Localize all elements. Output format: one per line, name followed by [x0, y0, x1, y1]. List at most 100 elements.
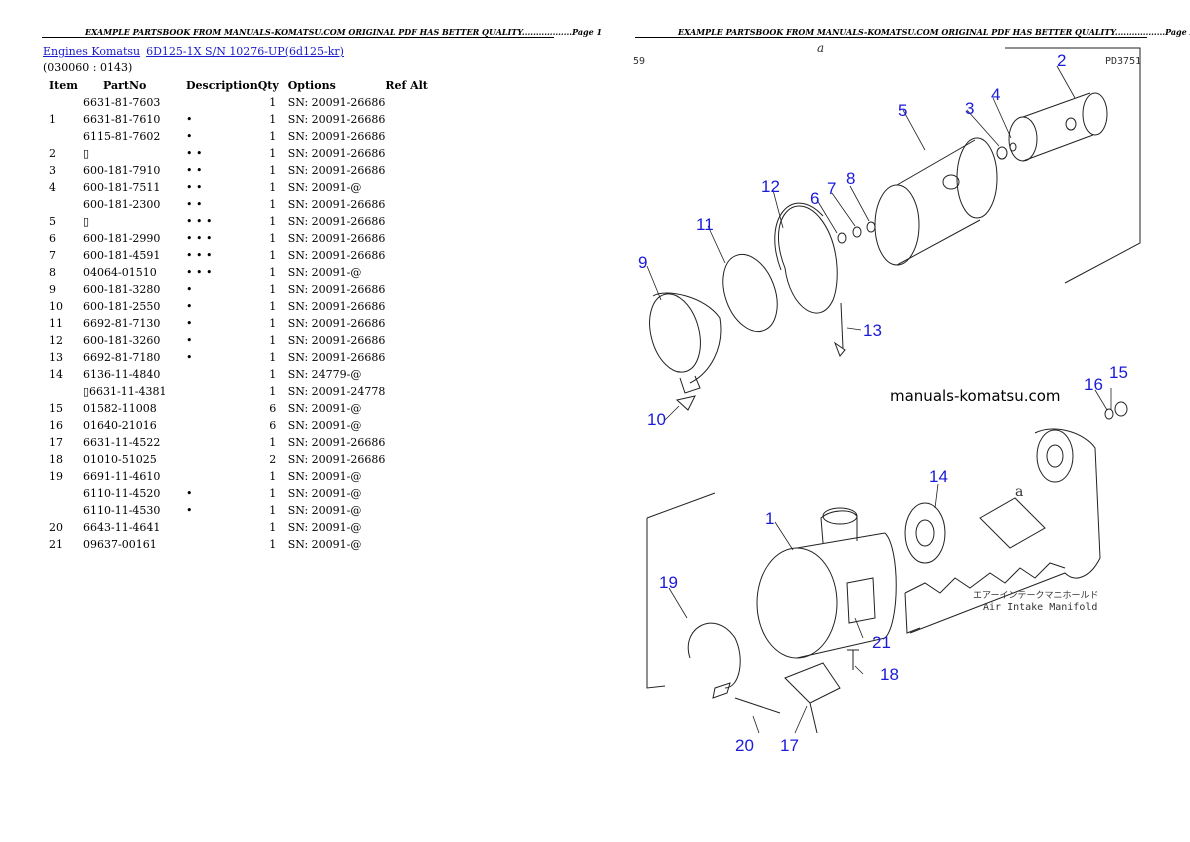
cell-qty: 1 — [269, 113, 277, 126]
cell-item: 11 — [49, 317, 63, 330]
watermark: manuals-komatsu.com — [890, 387, 1061, 405]
cell-qty: 1 — [269, 164, 277, 177]
clamp-bolt-head — [833, 341, 846, 357]
cell-description — [186, 451, 258, 468]
cell-description — [186, 417, 258, 434]
cell-item: 15 — [49, 402, 63, 415]
breadcrumb-link-model[interactable]: 6D125-1X S/N 10276-UP(6d125-kr) — [146, 45, 344, 58]
cell-options: SN: 20091-26686 — [287, 130, 386, 143]
cell-description: • • • — [186, 232, 213, 245]
air-cleaner-body — [756, 507, 897, 659]
cell-qty: 1 — [269, 317, 277, 330]
cell-options: SN: 24779-@ — [287, 368, 362, 381]
cell-qty: 6 — [269, 402, 277, 415]
dust-valve — [675, 395, 696, 411]
cell-qty: 1 — [269, 487, 277, 500]
cell-refalt — [385, 451, 428, 468]
cell-item: 18 — [49, 453, 63, 466]
cell-qty: 1 — [269, 283, 277, 296]
cell-description: • • • — [186, 215, 213, 228]
cell-options: SN: 20091-@ — [287, 470, 362, 483]
callout-13: 13 — [863, 321, 882, 340]
cell-partno: 600-181-2990 — [83, 232, 161, 245]
parts-list-page: EXAMPLE PARTSBOOK FROM MANUALS-KOMATSU.C… — [42, 27, 602, 553]
cell-partno: 6631-81-7610 — [83, 113, 161, 126]
col-item: Item — [49, 79, 78, 92]
flange-nut — [1114, 401, 1128, 417]
cell-options: SN: 20091-@ — [287, 419, 362, 432]
cell-partno: 01582-11008 — [83, 402, 157, 415]
callout-leaders — [646, 65, 1112, 734]
cell-refalt — [385, 332, 428, 349]
cell-options: SN: 20091-26686 — [287, 436, 386, 449]
cell-qty: 1 — [269, 538, 277, 551]
cell-options: SN: 20091-26686 — [287, 113, 386, 126]
cell-options: SN: 20091-@ — [287, 266, 362, 279]
callout-12: 12 — [761, 177, 780, 196]
clamp-band-edge — [774, 202, 824, 271]
cell-refalt — [385, 434, 428, 451]
cell-item: 2 — [49, 147, 56, 160]
cell-qty: 2 — [269, 453, 277, 466]
breadcrumb-link-engines[interactable]: Engines Komatsu — [43, 45, 141, 58]
cell-refalt — [385, 468, 428, 485]
cell-qty: 1 — [269, 147, 277, 160]
cell-item: 13 — [49, 351, 63, 364]
cell-partno: 6110-11-4530 — [83, 504, 161, 517]
cell-item: 1 — [49, 113, 56, 126]
cell-qty: 1 — [269, 504, 277, 517]
callout-6: 6 — [810, 189, 819, 208]
cell-item — [43, 128, 83, 145]
cell-partno: 6692-81-7180 — [83, 351, 161, 364]
cell-refalt — [385, 111, 428, 128]
washer-part — [1009, 142, 1017, 152]
cell-refalt — [385, 162, 428, 179]
col-partno: PartNo — [103, 79, 147, 92]
clamp-bolt — [840, 302, 844, 349]
cell-item: 14 — [49, 368, 63, 381]
cell-refalt — [385, 179, 428, 196]
cell-partno: 6115-81-7602 — [83, 130, 161, 143]
cell-description: • • — [186, 198, 203, 211]
callout-21: 21 — [872, 633, 891, 652]
cell-options: SN: 20091-26686 — [287, 164, 386, 177]
cell-refalt — [385, 196, 428, 213]
header-rule — [42, 37, 554, 38]
cell-qty: 1 — [269, 198, 277, 211]
table-header-row: Item PartNo Description Qty Options Ref … — [43, 77, 428, 94]
seal-part — [866, 221, 876, 233]
callout-11: 11 — [696, 215, 714, 234]
cell-partno: 600-181-7511 — [83, 181, 161, 194]
cell-refalt — [385, 485, 428, 502]
cell-refalt — [385, 94, 428, 111]
cell-partno: 600-181-2300 — [83, 198, 161, 211]
diagram-corner-label: 59 — [633, 56, 645, 67]
cell-description: • — [186, 113, 193, 126]
page-header: EXAMPLE PARTSBOOK FROM MANUALS-KOMATSU.C… — [678, 27, 1190, 37]
cell-item: 9 — [49, 283, 56, 296]
support-bracket — [784, 662, 841, 734]
cell-refalt — [385, 519, 428, 536]
callout-17: 17 — [780, 736, 799, 755]
cell-options: SN: 20091-24778 — [287, 385, 386, 398]
cell-options: SN: 20091-@ — [287, 181, 362, 194]
mounting-bracket — [979, 497, 1046, 549]
cell-qty: 1 — [269, 385, 277, 398]
col-options: Options — [287, 79, 336, 92]
cell-description — [186, 434, 258, 451]
cell-partno: 6692-81-7130 — [83, 317, 161, 330]
cell-options: SN: 20091-26686 — [287, 198, 386, 211]
cell-item: 7 — [49, 249, 56, 262]
upper-housing-outline — [1005, 47, 1141, 284]
clamp-band — [778, 205, 838, 314]
diagram-page: EXAMPLE PARTSBOOK FROM MANUALS-KOMATSU.C… — [595, 0, 1190, 842]
cell-qty: 6 — [269, 419, 277, 432]
cell-options: SN: 20091-26686 — [287, 351, 386, 364]
